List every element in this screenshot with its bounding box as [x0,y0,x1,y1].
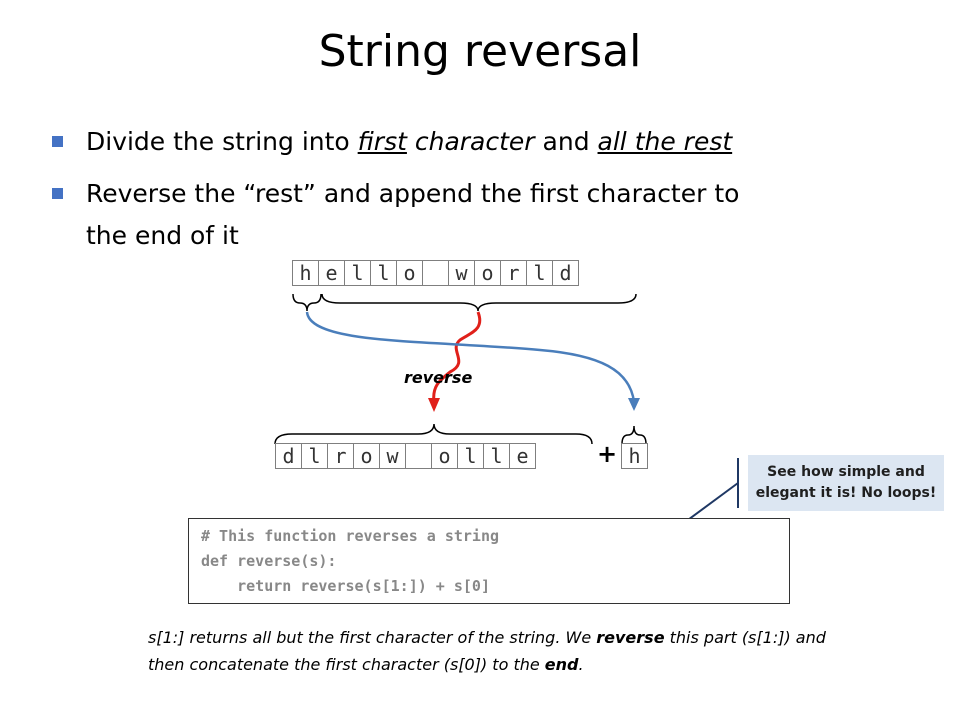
bullet-square-icon [52,136,63,147]
bullet-2-line-2: the end of it [86,221,239,250]
top-string-cell: w [448,260,475,286]
top-string-cell: e [318,260,345,286]
bottom-string-cell: d [275,443,302,469]
slide-title: String reversal [318,26,642,77]
bottom-string-cell: l [457,443,484,469]
bottom-string-cell: l [301,443,328,469]
first-char-arrow [305,311,636,403]
bullet-2-line-1: Reverse the “rest” and append the first … [86,179,740,208]
callout-line-2: elegant it is! No loops! [755,485,937,501]
bottom-string-cell [405,443,432,469]
bottom-string-cell: r [327,443,354,469]
brace-first-char [292,293,322,312]
bullet-1-and: and [534,127,598,156]
code-line-1: # This function reverses a string [201,527,500,545]
explanation-period: . [578,655,584,674]
bottom-string-cell: o [353,443,380,469]
first-char-arrow-head [628,398,640,411]
bullet-1-part: Divide the string into [86,127,358,156]
reverse-arrow [432,311,482,403]
bullet-1-character: character [406,127,535,156]
explanation-text: s[1:] returns all but the first characte… [148,624,848,678]
bottom-string-cell: o [431,443,458,469]
top-string-cell: l [370,260,397,286]
explanation-reverse: reverse [596,628,665,647]
top-string-cell: l [526,260,553,286]
brace-rest [321,293,637,312]
bottom-string-cell: e [509,443,536,469]
top-string-cell: l [344,260,371,286]
reverse-arrow-head [428,398,440,412]
top-string-cell: r [500,260,527,286]
explanation-part-3: this part (s[1:]) and then concatenate t… [148,628,826,674]
bottom-string-cell: l [483,443,510,469]
code-line-2: def reverse(s): [201,552,337,570]
bullet-square-icon [52,188,63,199]
top-string-cell: d [552,260,579,286]
callout-box: See how simple and elegant it is! No loo… [748,455,944,511]
top-string-cell: h [292,260,319,286]
explanation-part-1: s[1:] returns all but the first characte… [148,628,597,647]
bottom-string-cell: w [379,443,406,469]
reverse-label: reverse [404,368,473,387]
bullet-1-text: Divide the string into first character a… [86,124,732,160]
bullet-1-rest: all the rest [597,127,733,156]
callout-line-1: See how simple and [767,464,925,480]
bullet-1-first: first [357,127,407,156]
brace-reversed [274,423,593,445]
brace-result-char [621,425,647,445]
top-string-cell: o [474,260,501,286]
result-char-row: h [621,443,648,469]
top-string-cell: o [396,260,423,286]
code-box: # This function reverses a string def re… [188,518,790,604]
plus-sign: + [597,440,618,468]
top-string-cell [422,260,449,286]
result-char-cell: h [621,443,648,469]
code-line-3: return reverse(s[1:]) + s[0] [201,577,490,595]
explanation-end: end [544,655,579,674]
